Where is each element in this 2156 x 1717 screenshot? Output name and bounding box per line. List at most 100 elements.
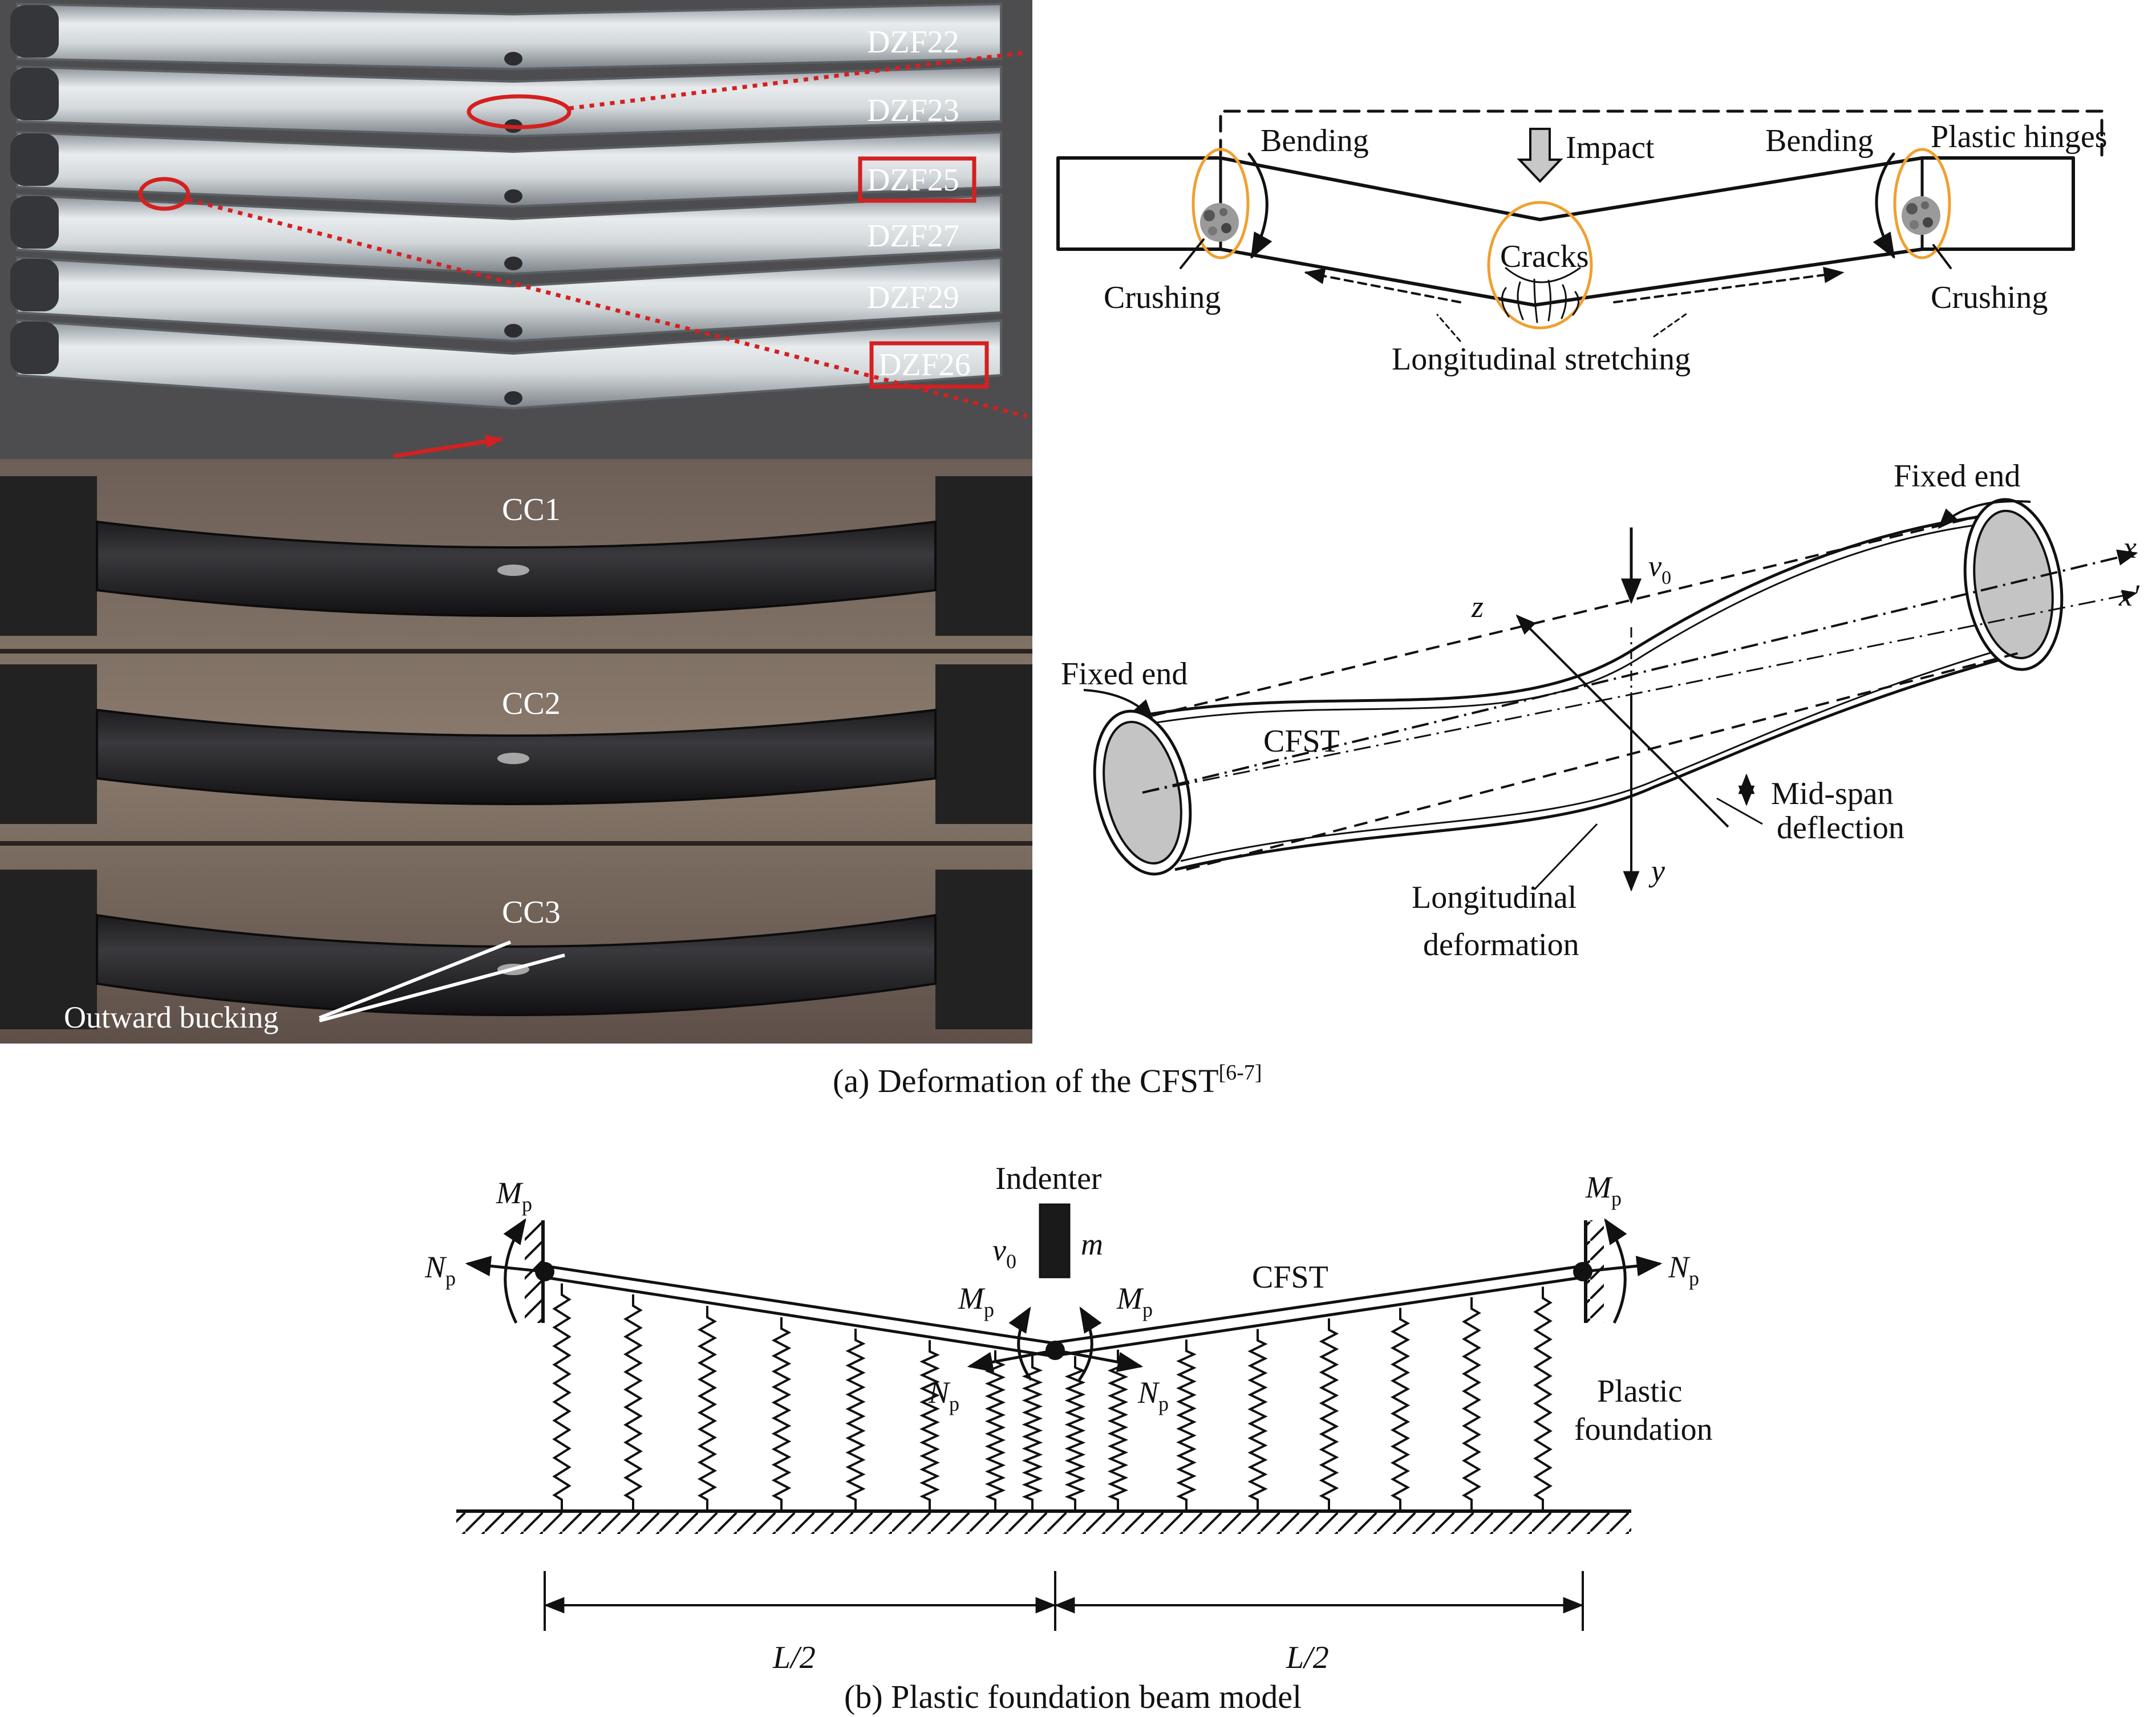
end-plate-right: [935, 664, 1032, 824]
midspan-pointer: [1716, 797, 1763, 825]
spring: [1176, 1339, 1197, 1511]
damage-ellipse-dzf23: [467, 94, 572, 129]
x-prime-axis-label: x′: [2118, 578, 2140, 612]
specimen-tube: [16, 131, 1002, 208]
stretching-label: Longitudinal stretching: [1392, 342, 1691, 377]
np-left-end-label: Np: [424, 1250, 456, 1290]
tube-end-cap: [10, 259, 59, 311]
ground-hatch: [456, 1511, 1631, 1534]
bucking-pointer-2: [319, 953, 565, 1022]
np-mid-left-label: Np: [928, 1375, 959, 1415]
dent-mark: [504, 324, 522, 338]
label-cc3: CC3: [502, 895, 561, 930]
dotted-pointer-upper: [569, 50, 1027, 111]
fixed-end-top-label: Fixed end: [1894, 458, 2020, 494]
stretch-pointer-left: [1436, 314, 1461, 342]
mp-arrow-left-end: [503, 1218, 526, 1324]
beam-left-top: [544, 1264, 1053, 1345]
longdef-label-1: Longitudinal: [1412, 880, 1577, 915]
tube-end-cap: [10, 322, 59, 374]
z-axis-label: z: [1471, 590, 1484, 624]
undeformed-outline-bottom: [1186, 652, 2020, 871]
bending-arrow-left: [1247, 152, 1272, 259]
spring: [1319, 1318, 1339, 1511]
highlight-box-dzf26: [869, 341, 989, 389]
np-arrow-mid-right: [1055, 1349, 1144, 1373]
spring: [771, 1317, 792, 1511]
plastic-foundation-label-2: foundation: [1574, 1412, 1713, 1447]
tube-end-cap: [10, 196, 59, 249]
specimen-tube: [16, 256, 1002, 343]
label-cc2: CC2: [502, 686, 561, 721]
spring: [1022, 1355, 1043, 1511]
tube-end-cap: [10, 5, 59, 58]
highlight-box-dzf25: [858, 156, 976, 203]
plastic-hinge-right-ellipse: [1893, 148, 1951, 259]
crushing-right-label: Crushing: [1931, 280, 2048, 315]
indenter-mass-label: m: [1081, 1227, 1103, 1261]
spring: [1533, 1286, 1553, 1511]
half-span-right-label: L/2: [1286, 1640, 1329, 1675]
spring: [1107, 1349, 1129, 1511]
y-axis-label: y: [1648, 854, 1665, 888]
crack-pattern: [1501, 267, 1581, 323]
spring: [845, 1329, 866, 1511]
np-arrow-right-end: [1582, 1256, 1663, 1277]
end-plate-left: [0, 664, 97, 824]
dotted-pointer-lower: [188, 197, 1027, 419]
beam-right-bottom: [1052, 1276, 1583, 1358]
mp-mid-left-label: Mp: [958, 1281, 994, 1321]
impact-label: Impact: [1566, 130, 1655, 165]
tube-end-cap: [10, 133, 59, 186]
plastic-hinge-left-ellipse: [1192, 148, 1250, 259]
deformed-beam-bottom: [1056, 247, 2075, 307]
spring: [1462, 1297, 1481, 1511]
fixed-end-arrow-left: [1083, 689, 1154, 720]
end-plate-left: [0, 870, 97, 1029]
np-right-end-label: Np: [1668, 1250, 1699, 1290]
mp-left-end-label: Mp: [496, 1176, 532, 1216]
concrete-crush-left: [1200, 203, 1239, 242]
cc-tube-specimens: [0, 476, 1032, 1029]
bucking-label: Outward bucking: [64, 1000, 278, 1034]
label-dzf22: DZF22: [867, 25, 959, 60]
plastic-foundation-beam-model: Indenter v0 m CFST Mp Mp Mp Mp Np Np Np …: [424, 1161, 1713, 1675]
crushing-pointer-right: [1932, 244, 1952, 269]
indenter-v0-label: v0: [992, 1233, 1016, 1273]
spring: [919, 1340, 940, 1511]
deformed-beam-top: [1056, 156, 2075, 222]
indenter-label: Indenter: [995, 1161, 1102, 1196]
spring: [1247, 1329, 1268, 1511]
dent-mark: [504, 52, 522, 66]
red-arrow-pointer: [393, 437, 502, 458]
plastic-hinges-label: Plastic hinges: [1931, 119, 2108, 155]
dent-mark: [504, 257, 522, 270]
bending-right-label: Bending: [1765, 123, 1874, 159]
specimen-tube: [16, 193, 1002, 275]
fixed-end-arrow-right: [1938, 500, 2031, 529]
spring: [697, 1305, 718, 1511]
spring: [623, 1294, 643, 1511]
bending-left-label: Bending: [1261, 123, 1369, 159]
label-dzf23: DZF23: [867, 93, 959, 128]
dent-mark: [504, 391, 522, 405]
caption-a: (a) Deformation of the CFST[6-7]: [833, 1061, 1262, 1099]
half-span-left-label: L/2: [772, 1640, 816, 1675]
spring: [1390, 1308, 1411, 1511]
tube-outer-bottom: [1174, 651, 2025, 871]
specimen-tube: [16, 319, 1002, 410]
tube-3d-diagram: Fixed end Fixed end v0 x x′ z y CFST Mid…: [1061, 458, 2140, 963]
mp-right-end-label: Mp: [1585, 1170, 1622, 1210]
spring: [984, 1350, 1006, 1511]
red-arrow-head: [485, 435, 502, 448]
longdef-pointer: [1533, 823, 1598, 891]
mp-arrow-mid-left: [1008, 1306, 1033, 1381]
mp-mid-right-label: Mp: [1116, 1281, 1153, 1321]
indenter-block: [1039, 1203, 1071, 1278]
specimen-labels: DZF22 DZF23 DZF25 DZF27 DZF29 DZF26: [858, 25, 989, 389]
cfst-tube-label: CFST: [1263, 724, 1340, 759]
beam-right-top: [1052, 1264, 1583, 1345]
z-axis: [1515, 614, 1729, 828]
np-mid-right-label: Np: [1137, 1375, 1169, 1415]
